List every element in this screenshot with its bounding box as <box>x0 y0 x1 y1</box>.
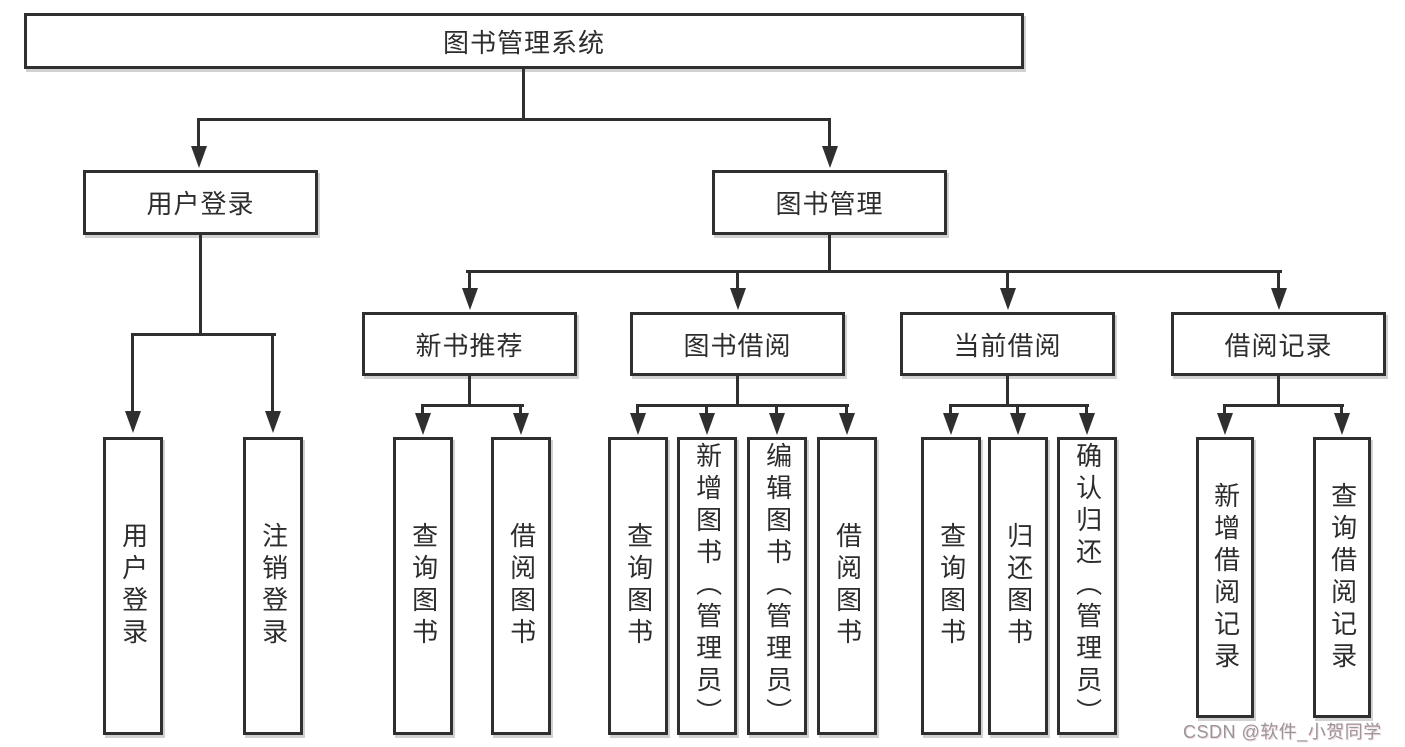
node-label: 图书管理 <box>775 189 884 219</box>
node-current-borrowing: 当前借阅 <box>900 312 1115 376</box>
connector-shaft <box>1016 404 1019 416</box>
connector-shaft <box>1223 404 1226 416</box>
node-label: 图书借阅 <box>683 330 792 361</box>
connector-shaft <box>271 333 274 413</box>
node-label: 图书管理系统 <box>442 27 605 58</box>
node-book-borrowing: 图书借阅 <box>630 312 845 376</box>
connector-shaft <box>636 404 639 416</box>
connector-bookmgmt-horizontal <box>466 270 1282 273</box>
arrowhead-down-icon <box>462 288 478 310</box>
leaf-query-books-borrowing: 查询图书 <box>608 437 668 735</box>
connector-shaft <box>828 118 831 150</box>
leaf-user-login: 用户登录 <box>103 437 163 735</box>
connector-shaft <box>949 404 952 416</box>
leaf-label: 查询图书 <box>408 522 439 650</box>
connector-horizontal <box>949 404 1089 407</box>
connector-shaft <box>705 404 708 416</box>
leaf-borrow-books-borrowing: 借阅图书 <box>817 437 877 735</box>
arrowhead-down-icon <box>769 413 785 435</box>
node-label: 借阅记录 <box>1224 330 1333 361</box>
node-label: 用户登录 <box>146 189 255 219</box>
leaf-label: 注销登录 <box>258 522 289 650</box>
connector-userlogin-stub <box>199 233 202 336</box>
node-label: 新书推荐 <box>415 330 524 361</box>
connector-stub <box>736 374 739 407</box>
connector-shaft <box>1277 270 1280 292</box>
node-root-library-system: 图书管理系统 <box>24 13 1024 69</box>
leaf-query-books-recommend: 查询图书 <box>393 437 453 735</box>
arrowhead-down-icon <box>943 413 959 435</box>
arrowhead-down-icon <box>699 413 715 435</box>
leaf-label: 查询借阅记录 <box>1327 481 1358 674</box>
connector-shaft <box>197 118 200 150</box>
leaf-label: 确认归还（管理员） <box>1072 442 1103 730</box>
connector-shaft <box>131 333 134 413</box>
arrowhead-down-icon <box>1010 413 1026 435</box>
arrowhead-down-icon <box>630 413 646 435</box>
leaf-query-books-current: 查询图书 <box>921 437 981 735</box>
connector-shaft <box>519 404 522 416</box>
leaf-confirm-return-admin: 确认归还（管理员） <box>1057 437 1117 735</box>
arrowhead-down-icon <box>191 146 207 168</box>
leaf-label: 新增图书（管理员） <box>692 442 723 730</box>
leaf-label: 查询图书 <box>936 522 967 650</box>
connector-root-horizontal <box>197 118 831 121</box>
leaf-query-borrow-record: 查询借阅记录 <box>1313 437 1371 718</box>
leaf-label: 新增借阅记录 <box>1210 481 1241 674</box>
connector-shaft <box>736 270 739 292</box>
csdn-watermark: CSDN @软件_小贺同学 <box>1183 722 1382 742</box>
leaf-add-borrow-record: 新增借阅记录 <box>1196 437 1254 718</box>
node-borrowing-records: 借阅记录 <box>1171 312 1386 376</box>
connector-shaft <box>775 404 778 416</box>
leaf-label: 借阅图书 <box>832 522 863 650</box>
arrowhead-down-icon <box>822 146 838 168</box>
leaf-logout: 注销登录 <box>243 437 303 735</box>
leaf-label: 编辑图书（管理员） <box>762 442 793 730</box>
connector-bookmgmt-stub <box>828 233 831 273</box>
node-label: 当前借阅 <box>953 330 1062 361</box>
connector-shaft <box>1085 404 1088 416</box>
leaf-label: 归还图书 <box>1003 522 1034 650</box>
connector-stub <box>1006 374 1009 407</box>
connector-shaft <box>1006 270 1009 292</box>
arrowhead-down-icon <box>1334 413 1350 435</box>
connector-stub <box>1277 374 1280 407</box>
connector-horizontal <box>1223 404 1344 407</box>
arrowhead-down-icon <box>730 288 746 310</box>
arrowhead-down-icon <box>513 413 529 435</box>
connector-shaft <box>845 404 848 416</box>
leaf-label: 用户登录 <box>118 522 149 650</box>
arrowhead-down-icon <box>265 411 281 433</box>
arrowhead-down-icon <box>1271 288 1287 310</box>
connector-horizontal <box>421 404 524 407</box>
arrowhead-down-icon <box>125 411 141 433</box>
node-user-login: 用户登录 <box>83 170 318 235</box>
connector-shaft <box>421 404 424 416</box>
leaf-label: 查询图书 <box>623 522 654 650</box>
node-new-book-recommendation: 新书推荐 <box>362 312 577 376</box>
arrowhead-down-icon <box>1000 288 1016 310</box>
leaf-borrow-books-recommend: 借阅图书 <box>491 437 551 735</box>
leaf-return-books: 归还图书 <box>988 437 1048 735</box>
arrowhead-down-icon <box>1217 413 1233 435</box>
connector-horizontal <box>636 404 849 407</box>
connector-shaft <box>468 270 471 292</box>
connector-userlogin-horizontal <box>131 333 276 336</box>
leaf-add-books-admin: 新增图书（管理员） <box>677 437 737 735</box>
connector-root-stub <box>522 67 525 121</box>
connector-shaft <box>1340 404 1343 416</box>
arrowhead-down-icon <box>1079 413 1095 435</box>
arrowhead-down-icon <box>839 413 855 435</box>
leaf-edit-books-admin: 编辑图书（管理员） <box>747 437 807 735</box>
node-book-management: 图书管理 <box>712 170 947 235</box>
leaf-label: 借阅图书 <box>506 522 537 650</box>
arrowhead-down-icon <box>415 413 431 435</box>
connector-stub <box>468 374 471 407</box>
